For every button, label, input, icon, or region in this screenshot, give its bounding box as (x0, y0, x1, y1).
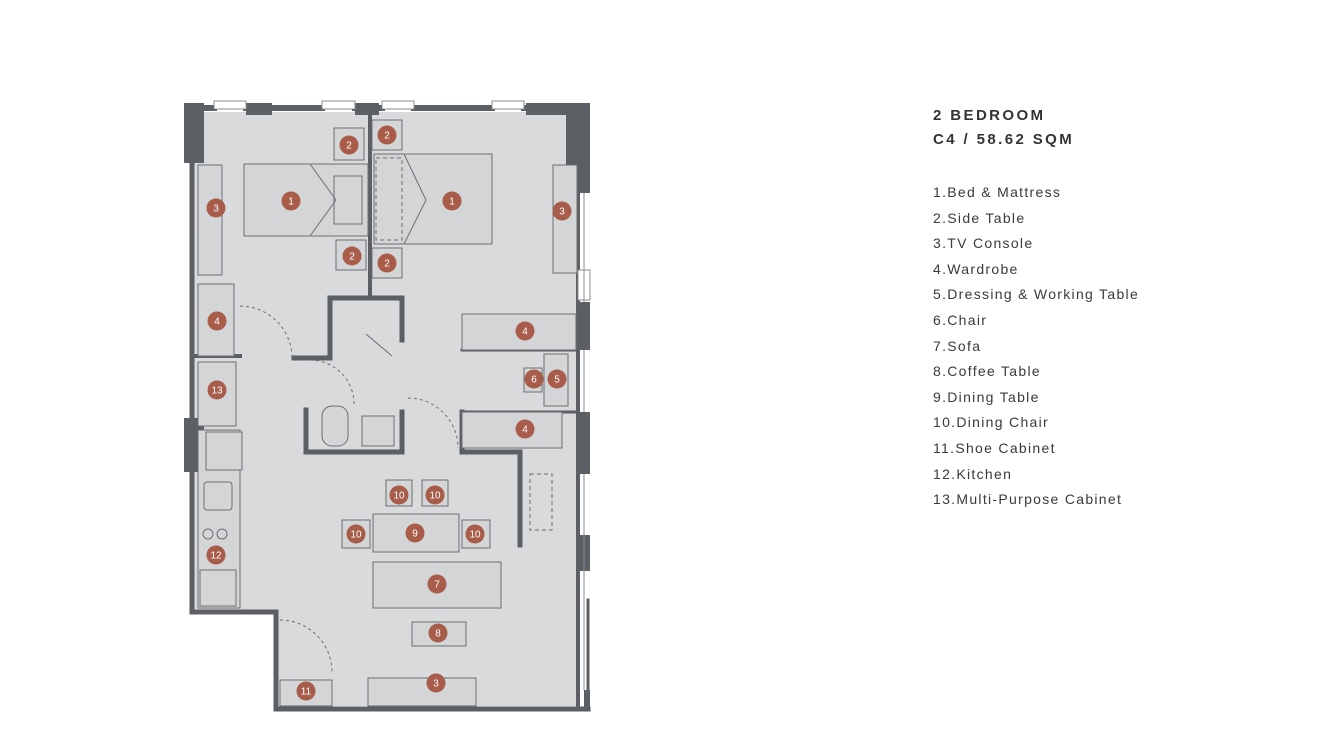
marker-bed-2: 1 (449, 197, 455, 208)
marker-dining-chair-3: 10 (350, 530, 362, 541)
marker-labels: 1 1 2 2 2 2 3 3 3 4 4 4 5 6 7 8 9 10 10 … (210, 131, 565, 698)
legend-item: 2.Side Table (933, 209, 1026, 226)
marker-side-table-2: 2 (384, 131, 390, 142)
marker-side-table-4: 2 (384, 259, 390, 270)
marker-shoe-cabinet: 11 (301, 687, 312, 698)
legend-item: 7.Sofa (933, 337, 982, 354)
legend-item: 12.Kitchen (933, 465, 1013, 482)
legend-item: 6.Chair (933, 311, 988, 328)
marker-side-table-1: 2 (346, 141, 352, 152)
markers (206, 125, 572, 701)
legend-item: 1.Bed & Mattress (933, 184, 1062, 200)
marker-chair: 6 (531, 375, 537, 386)
legend-item: 4.Wardrobe (933, 260, 1019, 277)
legend-item: 8.Coffee Table (933, 363, 1041, 380)
legend-item: 10.Dining Chair (933, 414, 1049, 431)
marker-wardrobe-1: 4 (214, 317, 220, 328)
unit-info-panel: 2 BEDROOM C4 / 58.62 SQM 1.Bed & Mattres… (933, 104, 1139, 513)
marker-dressing-table: 5 (554, 375, 560, 386)
marker-wardrobe-3: 4 (522, 425, 528, 436)
marker-tv-console-3: 3 (433, 679, 439, 690)
marker-tv-console-2: 3 (559, 207, 565, 218)
door-swings (239, 305, 459, 673)
unit-code-area: C4 / 58.62 SQM (933, 131, 1075, 148)
marker-sofa: 7 (434, 580, 440, 591)
marker-wardrobe-2: 4 (522, 327, 528, 338)
legend-item: 11.Shoe Cabinet (933, 439, 1056, 456)
marker-dining-chair-2: 10 (429, 491, 441, 502)
furniture-legend: 1.Bed & Mattress 2.Side Table 3.TV Conso… (933, 180, 1139, 513)
legend-item: 13.Multi-Purpose Cabinet (933, 491, 1123, 508)
marker-coffee-table: 8 (435, 629, 441, 640)
marker-dining-chair-4: 10 (469, 530, 481, 541)
marker-bed-1: 1 (288, 197, 294, 208)
legend-item: 3.TV Console (933, 235, 1034, 252)
marker-dining-chair-1: 10 (393, 491, 405, 502)
marker-side-table-3: 2 (349, 252, 355, 263)
marker-multi-purpose-cabinet: 13 (211, 386, 223, 397)
floor-area (192, 112, 578, 706)
legend-item: 9.Dining Table (933, 388, 1040, 405)
windows (213, 100, 591, 690)
marker-dining-table: 9 (412, 529, 418, 540)
marker-tv-console-1: 3 (213, 204, 219, 215)
legend-item: 5.Dressing & Working Table (933, 286, 1140, 303)
unit-type-title: 2 BEDROOM (933, 107, 1046, 124)
marker-kitchen: 12 (210, 551, 222, 562)
